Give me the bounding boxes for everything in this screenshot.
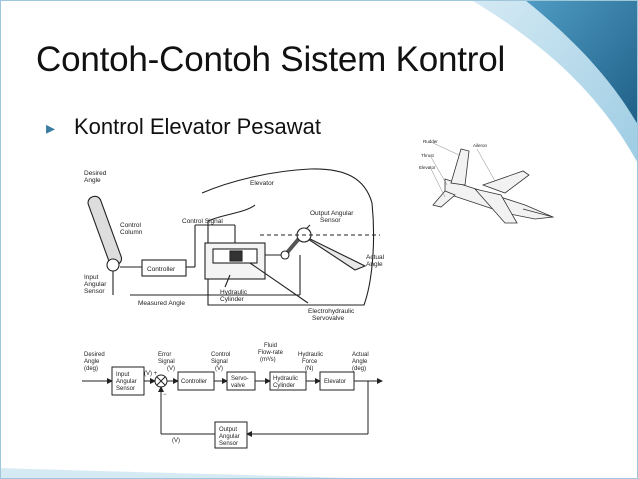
label-elevator: Elevator (250, 180, 275, 187)
block-input-angular-sensor (111, 366, 145, 396)
jet-label-rudder: Rudder (423, 139, 438, 144)
label-bd-controller: Controller (181, 379, 207, 385)
jet-label-aileron: Aileron (473, 143, 488, 148)
label-control-signal: Control Signal (182, 218, 223, 225)
jet-label-elevator: Elevator (419, 165, 436, 170)
input-sensor-pivot (106, 258, 120, 272)
bullet-text: Kontrol Elevator Pesawat (74, 114, 322, 139)
label-bd-feedback-v: (V) (172, 438, 180, 444)
controller-box (141, 259, 187, 277)
jet-tail-fin (450, 148, 470, 186)
jet-label-thrust: Thrust (421, 153, 435, 158)
label-bd-v-plus: (V) + (144, 371, 158, 377)
label-bd-servovalve: Servo-valve (231, 376, 249, 389)
airframe-outline (201, 168, 375, 306)
bullet-arrow-icon: ▸ (46, 118, 56, 138)
block-output-angular-sensor (214, 421, 248, 449)
label-controller: Controller (147, 266, 176, 273)
slide-title: Contoh-Contoh Sistem Kontrol (36, 40, 506, 79)
corner-swoosh-dark (525, 0, 638, 125)
label-bd-elevator: Elevator (324, 379, 346, 385)
bullet-item: ▸ Kontrol Elevator Pesawat (46, 114, 321, 140)
jet-sketch: Rudder Aileron Thrust Elevator (405, 135, 585, 235)
bottom-swoosh (0, 468, 380, 479)
label-measured-angle: Measured Angle (138, 300, 185, 307)
label-bd-minus: − (163, 392, 167, 398)
